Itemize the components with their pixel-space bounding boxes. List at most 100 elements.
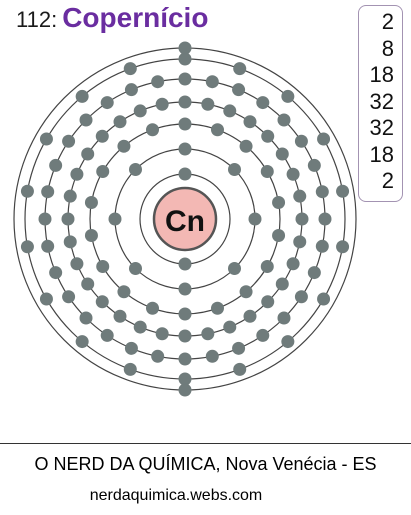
electron [243, 115, 257, 129]
electron [95, 295, 109, 309]
electron [117, 139, 131, 153]
electron [41, 239, 55, 253]
electron [146, 123, 160, 137]
electron [294, 134, 308, 148]
electron [178, 307, 192, 321]
electron [124, 341, 138, 355]
electron [155, 327, 169, 341]
electron [201, 97, 215, 111]
electron [39, 132, 53, 146]
electron [133, 104, 147, 118]
electron [75, 335, 89, 349]
electron [178, 372, 192, 386]
electron [286, 167, 300, 181]
electron [41, 185, 55, 199]
electron [233, 62, 247, 76]
electron [307, 266, 321, 280]
electron [178, 282, 192, 296]
electron [210, 301, 224, 315]
electron [201, 327, 215, 341]
electron [178, 117, 192, 131]
electron [286, 257, 300, 271]
electron [70, 257, 84, 271]
electron [228, 163, 241, 176]
electron [178, 142, 192, 156]
electron [113, 309, 127, 323]
electron [243, 309, 257, 323]
electron [155, 97, 169, 111]
electron [281, 335, 295, 349]
electron [96, 165, 110, 178]
electron [75, 89, 89, 103]
electron [84, 196, 98, 209]
electron [261, 295, 275, 309]
electron [318, 212, 332, 226]
electron [63, 235, 77, 249]
atomic-number: 112: [16, 7, 58, 32]
electron [256, 328, 270, 342]
electron [293, 189, 307, 203]
electron [277, 113, 291, 127]
electron [272, 229, 286, 242]
electron [49, 158, 63, 172]
electron [210, 123, 224, 137]
footer-credit: O NERD DA QUÍMICA, Nova Venécia - ES [34, 454, 377, 474]
footer-divider [0, 443, 411, 444]
electron [178, 167, 192, 181]
electron [178, 72, 192, 86]
electron [20, 240, 34, 254]
bohr-diagram: Cn [13, 41, 357, 397]
shell-count-4: 32 [369, 88, 394, 114]
electron [133, 320, 147, 334]
electron [146, 301, 160, 315]
element-title: 112: Copernício [16, 2, 208, 36]
electron [178, 383, 192, 397]
electron [79, 113, 93, 127]
electron [49, 266, 63, 280]
electron [70, 167, 84, 181]
electron [100, 96, 114, 110]
electron [275, 147, 289, 161]
electron [295, 212, 309, 226]
electron [178, 329, 192, 343]
electron [124, 83, 138, 97]
electron [117, 285, 131, 299]
shell-count-1: 2 [381, 9, 394, 34]
electron [62, 290, 76, 304]
electron [256, 96, 270, 110]
element-name: Copernício [62, 2, 209, 33]
electron [233, 362, 247, 376]
electron [178, 52, 192, 66]
electron [336, 184, 350, 198]
electron [248, 212, 262, 226]
shell-count-6: 18 [369, 141, 394, 167]
electron [79, 311, 93, 325]
electron [223, 104, 237, 118]
shell-count-3: 18 [369, 62, 394, 87]
electron [95, 129, 109, 143]
electron [129, 262, 142, 275]
electron [84, 229, 98, 242]
electron [317, 292, 331, 306]
electron [178, 41, 192, 55]
electron [307, 158, 321, 172]
electron [113, 115, 127, 129]
electron [151, 349, 165, 363]
electron [272, 196, 286, 209]
electron [239, 139, 253, 153]
electron [39, 292, 53, 306]
nucleus-circle [152, 186, 218, 252]
electron [275, 277, 289, 291]
electron [205, 75, 219, 89]
electron [178, 352, 192, 366]
shell-count-5: 32 [369, 115, 394, 140]
electron [294, 290, 308, 304]
electron [129, 163, 142, 176]
electron [277, 311, 291, 325]
electron [232, 83, 246, 97]
shell-count-2: 8 [381, 35, 394, 61]
electron [81, 277, 95, 291]
electron [223, 320, 237, 334]
electron [151, 75, 165, 89]
electron [281, 89, 295, 103]
